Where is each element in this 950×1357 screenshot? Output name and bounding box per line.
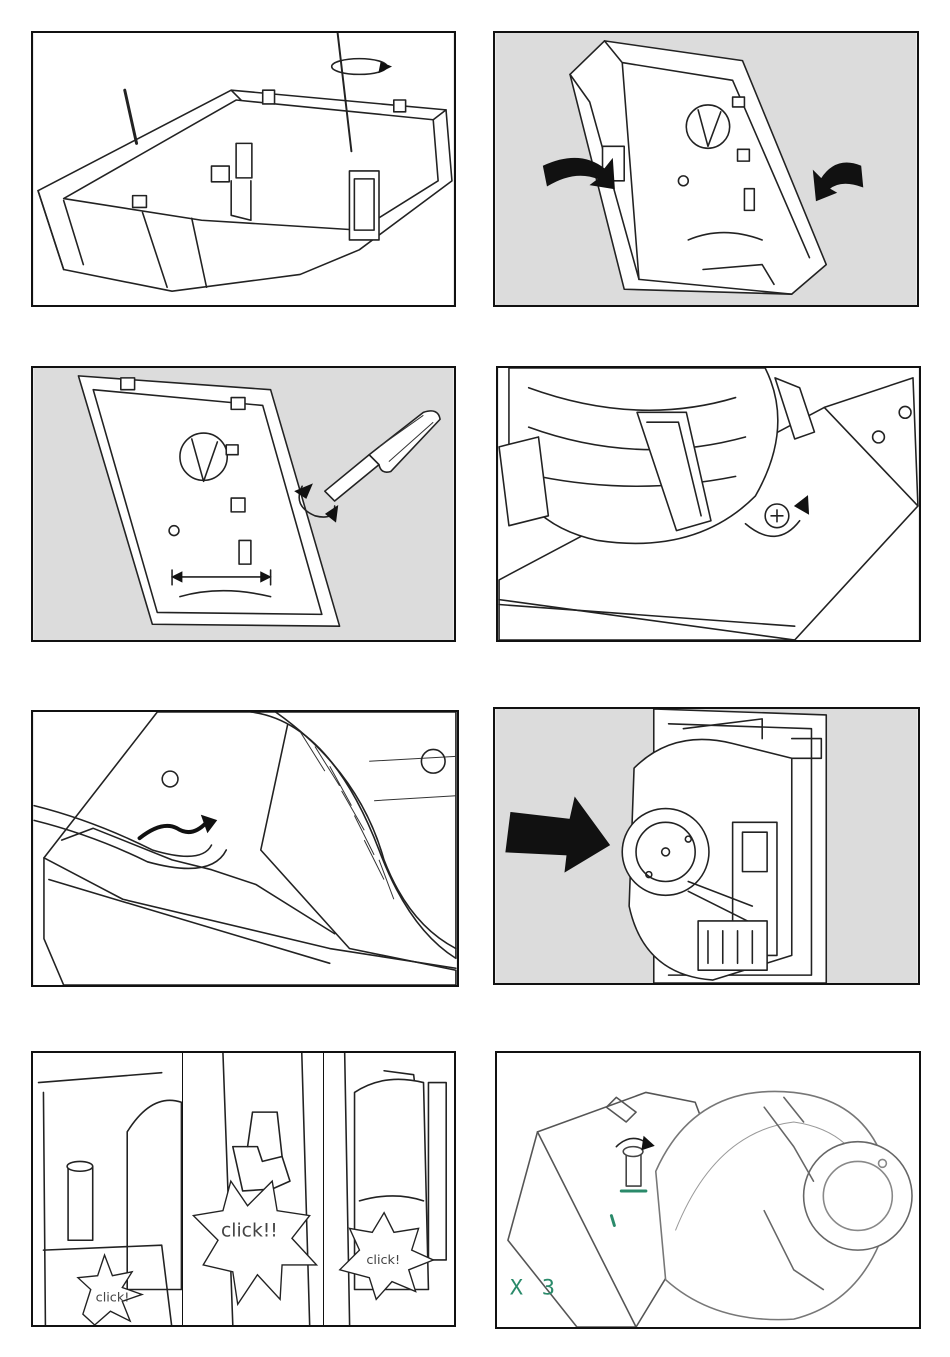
step-5-panel — [31, 710, 459, 987]
step-1-illustration — [33, 33, 454, 305]
step-3-panel — [31, 366, 456, 642]
click-label-1: click! — [96, 1290, 130, 1305]
multiplier-label: X 3 — [510, 1275, 558, 1300]
step-8-illustration: X 3 — [497, 1053, 919, 1327]
click-subpanel-3: click! — [324, 1053, 456, 1325]
step-2-illustration — [495, 33, 917, 305]
step-6-illustration — [495, 709, 918, 983]
step-4-illustration — [498, 368, 919, 640]
click-subpanel-1-illustration: click! — [33, 1053, 182, 1325]
step-3-illustration — [33, 368, 454, 640]
click-subpanel-2: click!! — [183, 1053, 324, 1325]
click-subpanel-3-illustration: click! — [324, 1053, 456, 1325]
step-1-panel — [31, 31, 456, 307]
click-subpanel-2-illustration: click!! — [183, 1053, 323, 1325]
click-label-3: click! — [366, 1253, 400, 1268]
step-8-panel: X 3 — [495, 1051, 921, 1329]
click-label-2: click!! — [221, 1220, 278, 1241]
step-5-illustration — [33, 712, 457, 985]
step-7-panel: click! click!! click! — [31, 1051, 456, 1327]
step-6-panel — [493, 707, 920, 985]
click-subpanel-1: click! — [33, 1053, 183, 1325]
step-2-panel — [493, 31, 919, 307]
step-4-panel — [496, 366, 921, 642]
